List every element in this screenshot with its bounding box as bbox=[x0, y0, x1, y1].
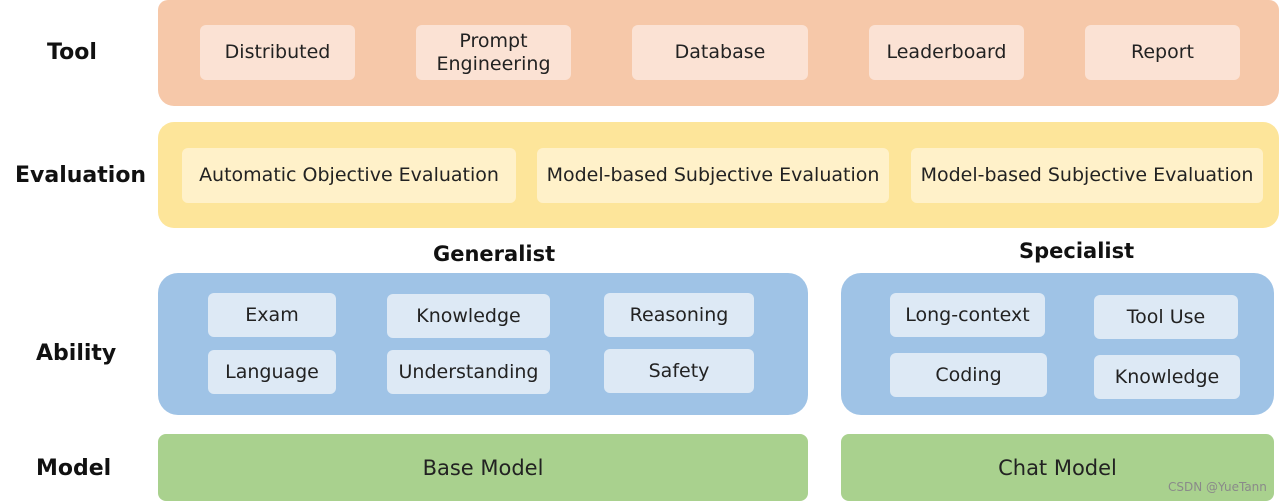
ability-item-understanding: Understanding bbox=[387, 350, 550, 394]
row-label-evaluation: Evaluation bbox=[15, 163, 147, 188]
generalist-title: Generalist bbox=[433, 242, 556, 266]
ability-item-exam: Exam bbox=[208, 293, 336, 337]
evaluation-item-automatic-objective: Automatic Objective Evaluation bbox=[182, 148, 516, 203]
ability-item-specialist-knowledge: Knowledge bbox=[1094, 355, 1240, 399]
evaluation-item-model-based-subjective-1: Model-based Subjective Evaluation bbox=[537, 148, 889, 203]
tool-item-prompt-engineering: Prompt Engineering bbox=[416, 25, 571, 80]
row-label-ability: Ability bbox=[36, 341, 117, 366]
watermark: CSDN @YueTann bbox=[1168, 480, 1267, 494]
chat-model-band: Chat Model bbox=[841, 434, 1274, 501]
tool-item-database: Database bbox=[632, 25, 808, 80]
tool-item-distributed: Distributed bbox=[200, 25, 355, 80]
ability-item-safety: Safety bbox=[604, 349, 754, 393]
ability-item-coding: Coding bbox=[890, 353, 1047, 397]
ability-item-reasoning: Reasoning bbox=[604, 293, 754, 337]
prompt-engineering-label: Prompt Engineering bbox=[436, 29, 551, 75]
ability-item-knowledge: Knowledge bbox=[387, 294, 550, 338]
row-label-model: Model bbox=[36, 456, 112, 481]
specialist-title: Specialist bbox=[1019, 239, 1135, 263]
ability-item-tool-use: Tool Use bbox=[1094, 295, 1238, 339]
tool-item-report: Report bbox=[1085, 25, 1240, 80]
row-label-tool: Tool bbox=[47, 40, 97, 65]
tool-item-leaderboard: Leaderboard bbox=[869, 25, 1024, 80]
base-model-band: Base Model bbox=[158, 434, 808, 501]
ability-item-long-context: Long-context bbox=[890, 293, 1045, 337]
evaluation-item-model-based-subjective-2: Model-based Subjective Evaluation bbox=[911, 148, 1263, 203]
ability-item-language: Language bbox=[208, 350, 336, 394]
